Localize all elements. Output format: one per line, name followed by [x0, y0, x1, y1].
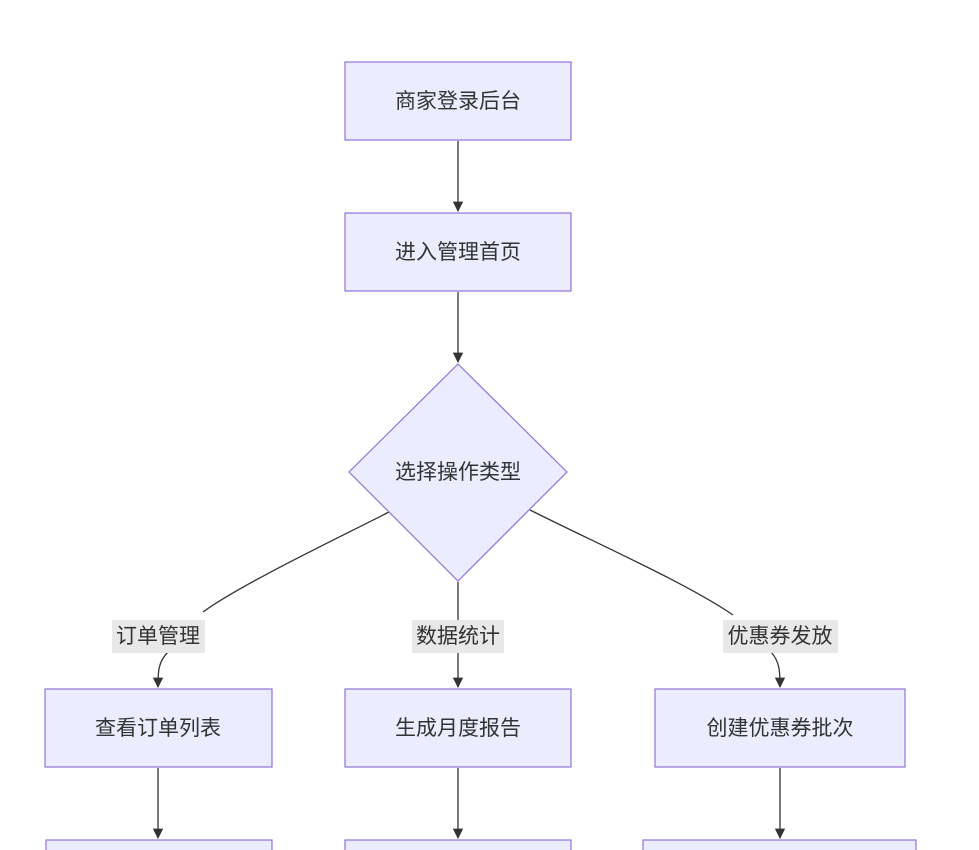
node-login-label: 商家登录后台 — [395, 89, 521, 113]
edge-label-order-management-text: 订单管理 — [116, 624, 200, 648]
node-home-label: 进入管理首页 — [395, 240, 521, 264]
edge-coupon-label-to-coupon-batch — [770, 651, 786, 689]
edge-label-coupon-issue-text: 优惠券发放 — [728, 624, 833, 648]
edge-decision-to-coupon-label — [529, 509, 734, 616]
node-home: 进入管理首页 — [344, 212, 572, 292]
nodes: 商家登录后台 进入管理首页 选择操作类型 查看订单列表 生成月度报告 创建优惠券… — [44, 61, 917, 850]
node-decision-label: 选择操作类型 — [395, 460, 521, 484]
node-partial-left — [45, 839, 273, 850]
edge-label-data-statistics: 数据统计 — [412, 620, 504, 653]
edge-labels: 订单管理 数据统计 优惠券发放 — [112, 620, 838, 653]
edge-label-data-statistics-text: 数据统计 — [416, 624, 500, 648]
node-partial-center — [344, 839, 572, 850]
node-partial-right — [642, 839, 917, 850]
edge-label-order-management: 订单管理 — [112, 620, 205, 653]
node-login: 商家登录后台 — [344, 61, 572, 141]
node-monthly-report-label: 生成月度报告 — [395, 716, 521, 740]
edge-decision-to-order-label — [202, 511, 390, 613]
edge-label-coupon-issue: 优惠券发放 — [723, 620, 838, 653]
node-decision: 选择操作类型 — [348, 363, 568, 582]
node-order-list-label: 查看订单列表 — [95, 716, 221, 740]
node-coupon-batch: 创建优惠券批次 — [654, 688, 906, 768]
edges — [152, 141, 786, 840]
node-order-list: 查看订单列表 — [44, 688, 273, 768]
node-monthly-report: 生成月度报告 — [344, 688, 572, 768]
edge-order-label-to-order-list — [152, 651, 169, 689]
node-coupon-batch-label: 创建优惠券批次 — [707, 716, 854, 740]
